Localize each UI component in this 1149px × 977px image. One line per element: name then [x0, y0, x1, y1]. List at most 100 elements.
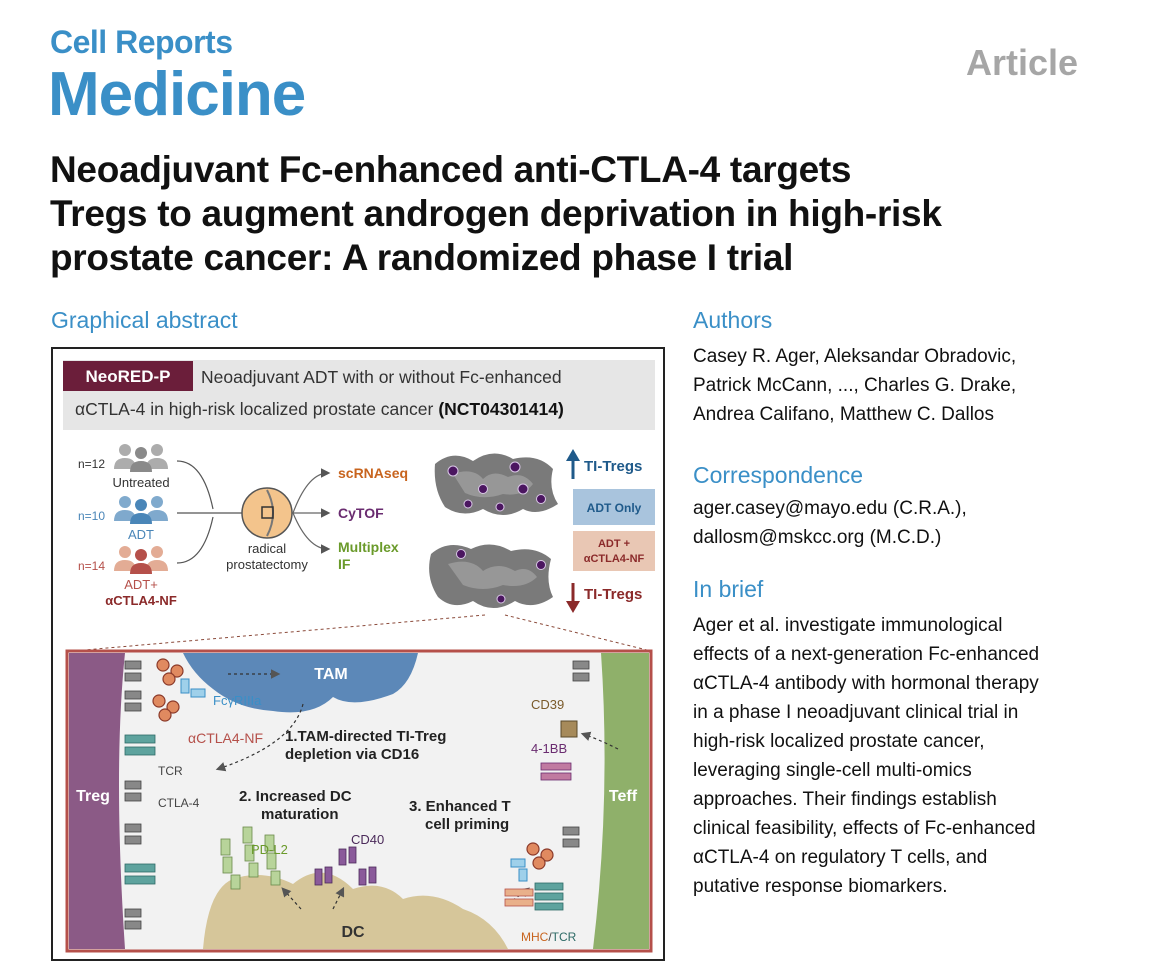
treg-label: Treg — [76, 788, 110, 805]
fcgr-receptor-icon — [180, 678, 206, 698]
surgery-label-line2: prostatectomy — [226, 557, 308, 572]
authors-line: Casey R. Ager, Aleksandar Obradovic, — [693, 346, 1017, 367]
correspondence-list: ager.casey@mayo.edu (C.R.A.), dallosm@ms… — [693, 494, 967, 552]
cohort-untreated-icon — [114, 444, 168, 472]
in-brief-line: effects of a next-generation Fc-enhanced — [693, 644, 1040, 665]
tissue-image-combo — [429, 544, 553, 608]
graphical-abstract: NeoRED-P Neoadjuvant ADT with or without… — [51, 347, 665, 961]
tcr2-label: TCR — [552, 930, 577, 944]
trial-id: (NCT04301414) — [438, 399, 563, 419]
trial-description-line2: αCTLA-4 in high-risk localized prostate … — [75, 399, 564, 419]
graphical-abstract-heading: Graphical abstract — [51, 307, 238, 333]
cohort-combo-label2: αCTLA4-NF — [105, 593, 177, 608]
step2-line1: 2. Increased DC — [239, 788, 352, 805]
authors-line: Patrick McCann, ..., Charles G. Drake, — [693, 375, 1017, 396]
dc-label: DC — [341, 924, 365, 941]
combo-label-line2: αCTLA4-NF — [584, 553, 645, 565]
trial-tag: NeoRED-P — [85, 367, 170, 386]
in-brief-text: Ager et al. investigate immunological ef… — [693, 611, 1039, 901]
in-brief-line: leveraging single-cell multi-omics — [693, 760, 972, 781]
authors-heading: Authors — [693, 307, 773, 333]
step1-line2: depletion via CD16 — [285, 746, 419, 763]
fourbb-label: 4-1BB — [531, 741, 567, 756]
graphical-abstract-svg: NeoRED-P Neoadjuvant ADT with or without… — [63, 360, 655, 953]
fcgr-label: FcγRIIIa — [213, 693, 262, 708]
teff-cell — [593, 653, 649, 949]
correspondence-heading: Correspondence — [693, 462, 864, 488]
cohort-untreated-n: n=12 — [78, 457, 105, 471]
assay-multiplex-if: IF — [338, 556, 351, 572]
arrow-down-icon — [566, 583, 580, 613]
step3-line1: 3. Enhanced T — [409, 798, 511, 815]
step1-line1: 1.TAM-directed TI-Treg — [285, 728, 446, 745]
pdl2-receptor-icon — [220, 826, 281, 890]
step3-line2: cell priming — [425, 816, 509, 833]
cd40-label: CD40 — [351, 832, 384, 847]
in-brief-line: αCTLA-4 antibody with hormonal therapy — [693, 673, 1039, 694]
trial-description-text: αCTLA-4 in high-risk localized prostate … — [75, 399, 433, 419]
authors-line: Andrea Califano, Matthew C. Dallos — [693, 404, 994, 425]
title-line: prostate cancer: A randomized phase I tr… — [50, 237, 794, 278]
assay-multiplex: Multiplex — [338, 539, 399, 555]
cohort-flow-lines — [176, 460, 252, 564]
correspondence-line[interactable]: dallosm@mskcc.org (M.C.D.) — [693, 527, 942, 548]
assay-scrnaseq: scRNAseq — [338, 465, 408, 481]
title-line: Neoadjuvant Fc-enhanced anti-CTLA-4 targ… — [50, 149, 852, 190]
dc-cell — [203, 872, 508, 949]
prostate-icon — [241, 487, 293, 539]
in-brief-line: approaches. Their findings establish — [693, 789, 997, 810]
title-line: Tregs to augment androgen deprivation in… — [50, 193, 942, 234]
in-brief-line: in a phase I neoadjuvant clinical trial … — [693, 702, 1019, 723]
assay-arrows — [292, 468, 331, 554]
cohort-adt-icon — [114, 496, 168, 524]
pdl2-label: PD-L2 — [251, 842, 288, 857]
treg-receptors — [124, 660, 156, 930]
ti-tregs-up-label: TI-Tregs — [584, 458, 642, 475]
article-type-label: Article — [966, 42, 1079, 83]
cohort-untreated-label: Untreated — [112, 475, 169, 490]
mhc-label: MHC — [521, 930, 549, 944]
treg-cell — [69, 653, 125, 949]
cohort-combo-label: ADT+ — [124, 577, 158, 592]
fourbb-receptor-icon — [540, 762, 572, 781]
tissue-image-adt — [434, 453, 558, 515]
ti-tregs-down-label: TI-Tregs — [584, 586, 642, 603]
antibody-icon — [152, 658, 184, 722]
in-brief-line: αCTLA-4 on regulatory T cells, and — [693, 847, 988, 868]
combo-label-line1: ADT + — [598, 538, 630, 550]
trial-description-line1: Neoadjuvant ADT with or without Fc-enhan… — [201, 367, 562, 387]
in-brief-line: putative response biomarkers. — [693, 876, 948, 897]
cd40-receptor-icon — [314, 846, 377, 886]
cohort-adt-n: n=10 — [78, 509, 105, 523]
cd39-receptor-icon — [560, 720, 578, 738]
teff-receptors-grey — [562, 660, 590, 848]
teff-label: Teff — [609, 788, 638, 805]
cd39-label: CD39 — [531, 697, 564, 712]
step2-line2: maturation — [261, 806, 339, 823]
combo-box — [573, 531, 655, 571]
journal-name-line1: Cell Reports — [50, 24, 233, 60]
assay-cytof: CyTOF — [338, 505, 384, 521]
adt-only-box — [573, 489, 655, 525]
in-brief-line: clinical feasibility, effects of Fc-enha… — [693, 818, 1036, 839]
mhc-tcr-label: MHC/TCR — [521, 930, 577, 944]
correspondence-line[interactable]: ager.casey@mayo.edu (C.R.A.), — [693, 498, 967, 519]
tam-label: TAM — [314, 666, 347, 683]
in-brief-heading: In brief — [693, 576, 764, 602]
arrow-up-icon — [566, 449, 580, 479]
zoom-lines — [72, 614, 652, 652]
mhc-tcr-separator: / — [548, 930, 552, 944]
in-brief-line: Ager et al. investigate immunological — [693, 615, 1003, 636]
adt-only-label: ADT Only — [587, 501, 642, 515]
cohort-adt-label: ADT — [128, 527, 154, 542]
tam-cell — [183, 653, 418, 713]
in-brief-line: high-risk localized prostate cancer, — [693, 731, 985, 752]
surgery-label-line1: radical — [248, 541, 286, 556]
trial-tag-box — [63, 361, 193, 391]
article-title: Neoadjuvant Fc-enhanced anti-CTLA-4 targ… — [50, 148, 1130, 280]
mhc-tcr-complex — [504, 842, 564, 911]
cohort-combo-n: n=14 — [78, 559, 105, 573]
ctla4-label: CTLA-4 — [158, 796, 200, 810]
authors-list: Casey R. Ager, Aleksandar Obradovic, Pat… — [693, 342, 1016, 429]
journal-name-line2: Medicine — [48, 60, 306, 129]
